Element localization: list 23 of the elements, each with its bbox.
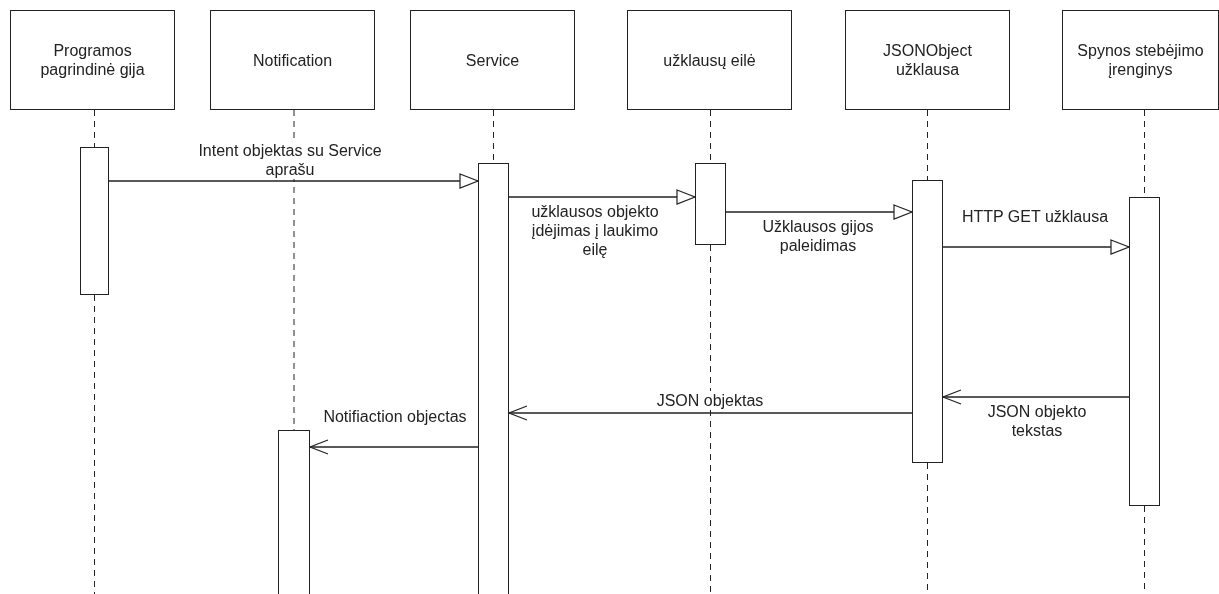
lifeline-header: Spynos stebėjimo įrenginys [1062, 10, 1219, 110]
activation-bar [1129, 197, 1160, 506]
edge-label: JSON objektas [654, 391, 766, 410]
activation-bar [695, 163, 726, 245]
message-arrow [942, 239, 1130, 255]
message-arrow [942, 389, 1130, 405]
lifeline-header: užklausų eilė [627, 10, 792, 110]
lifeline-header: Service [410, 10, 575, 110]
message-arrow [108, 173, 479, 189]
lifeline-header: Notification [210, 10, 375, 110]
edge-label: Notifiaction objectas [321, 407, 469, 426]
activation-bar [80, 147, 109, 295]
message-arrow [508, 405, 913, 421]
activation-bar [912, 180, 943, 463]
lifeline-header: JSONObject užklausa [845, 10, 1010, 110]
lifeline [927, 109, 928, 181]
activation-bar [478, 163, 509, 594]
message-arrow [309, 439, 479, 455]
activation-bar [278, 430, 310, 594]
lifeline-header: Programos pagrindinė gija [10, 10, 175, 110]
message-arrow [508, 189, 696, 205]
lifeline [94, 109, 95, 148]
message-arrow [725, 204, 913, 220]
